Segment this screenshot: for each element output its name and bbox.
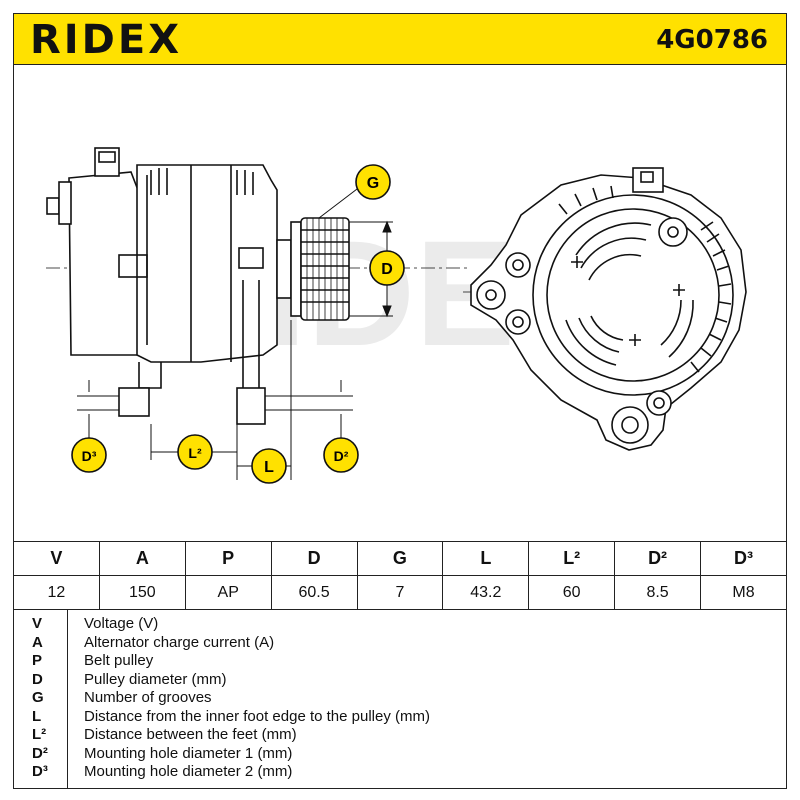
spec-value-g: 7 <box>356 575 444 610</box>
legend-item: D² Mounting hole diameter 1 (mm) <box>14 745 786 763</box>
spec-value-v: 12 <box>13 575 100 610</box>
legend-item: D Pulley diameter (mm) <box>14 671 786 689</box>
svg-text:G: G <box>367 175 379 192</box>
label-d: D <box>369 250 405 286</box>
legend-symbol: A <box>32 633 43 651</box>
legend-text: Distance from the inner foot edge to the… <box>84 707 430 725</box>
alternator-front-view <box>463 167 747 451</box>
spec-header-d: D <box>270 541 358 576</box>
spec-header-a: A <box>98 541 186 576</box>
legend-symbol: D³ <box>32 763 48 780</box>
spec-value-a: 150 <box>98 575 186 610</box>
alternator-drawing: RIDEX <box>46 147 747 484</box>
spec-header-l2: L² <box>528 541 616 576</box>
legend-text: Voltage (V) <box>84 615 159 632</box>
legend-symbol: L² <box>32 726 47 743</box>
legend-item: G Number of grooves <box>14 689 786 707</box>
svg-text:L²: L² <box>188 445 202 461</box>
svg-text:L: L <box>264 459 274 476</box>
spec-value-d3: M8 <box>700 575 787 610</box>
part-number: 4G0786 <box>656 25 768 55</box>
legend-text: Alternator charge current (A) <box>84 633 275 651</box>
spec-value-row: 12 150 AP 60.5 7 43.2 60 8.5 M8 <box>13 575 787 610</box>
alternator-side-view <box>46 147 350 425</box>
label-d2: D² <box>323 437 359 473</box>
legend-symbol: D <box>32 670 43 688</box>
legend-item: A Alternator charge current (A) <box>14 634 786 652</box>
label-l: L <box>251 448 287 484</box>
legend-symbol: G <box>32 689 44 706</box>
spec-table: V A P D G L L² D² D³ 12 150 AP 60.5 7 43… <box>13 541 787 610</box>
legend-text: Distance between the feet (mm) <box>84 726 297 743</box>
legend-symbol: V <box>32 615 43 632</box>
spec-header-g: G <box>356 541 444 576</box>
label-g: G <box>355 164 391 200</box>
spec-value-d: 60.5 <box>270 575 358 610</box>
legend-text: Number of grooves <box>84 689 212 706</box>
spec-value-p: AP <box>184 575 272 610</box>
legend-item: P Belt pulley <box>14 652 786 670</box>
legend-item: L² Distance between the feet (mm) <box>14 726 786 744</box>
spec-value-l: 43.2 <box>442 575 530 610</box>
svg-text:D²: D² <box>334 448 349 464</box>
legend-symbol: L <box>32 707 42 725</box>
label-d3: D³ <box>71 437 107 473</box>
spec-value-l2: 60 <box>528 575 616 610</box>
svg-text:D: D <box>381 261 393 278</box>
legend-text: Pulley diameter (mm) <box>84 670 227 688</box>
spec-value-d2: 8.5 <box>614 575 701 610</box>
drawing-area: RIDEX <box>13 65 787 541</box>
legend-item: L Distance from the inner foot edge to t… <box>14 708 786 726</box>
legend-symbol: D² <box>32 744 48 762</box>
spec-header-row: V A P D G L L² D² D³ <box>13 541 787 576</box>
spec-header-d3: D³ <box>700 541 787 576</box>
header-bar: RIDEX 4G0786 <box>13 13 787 65</box>
legend: V Voltage (V) A Alternator charge curren… <box>13 609 787 789</box>
legend-item: V Voltage (V) <box>14 615 786 633</box>
spec-header-l: L <box>442 541 530 576</box>
legend-symbol: P <box>32 652 43 669</box>
legend-text: Belt pulley <box>84 652 154 669</box>
brand-logo: RIDEX <box>30 17 183 63</box>
legend-text: Mounting hole diameter 1 (mm) <box>84 744 293 762</box>
spec-header-p: P <box>184 541 272 576</box>
legend-text: Mounting hole diameter 2 (mm) <box>84 763 293 780</box>
svg-text:D³: D³ <box>82 448 97 464</box>
legend-item: D³ Mounting hole diameter 2 (mm) <box>14 763 786 781</box>
label-l2: L² <box>177 434 213 470</box>
spec-header-v: V <box>13 541 100 576</box>
spec-header-d2: D² <box>614 541 701 576</box>
legend-divider <box>67 609 68 788</box>
